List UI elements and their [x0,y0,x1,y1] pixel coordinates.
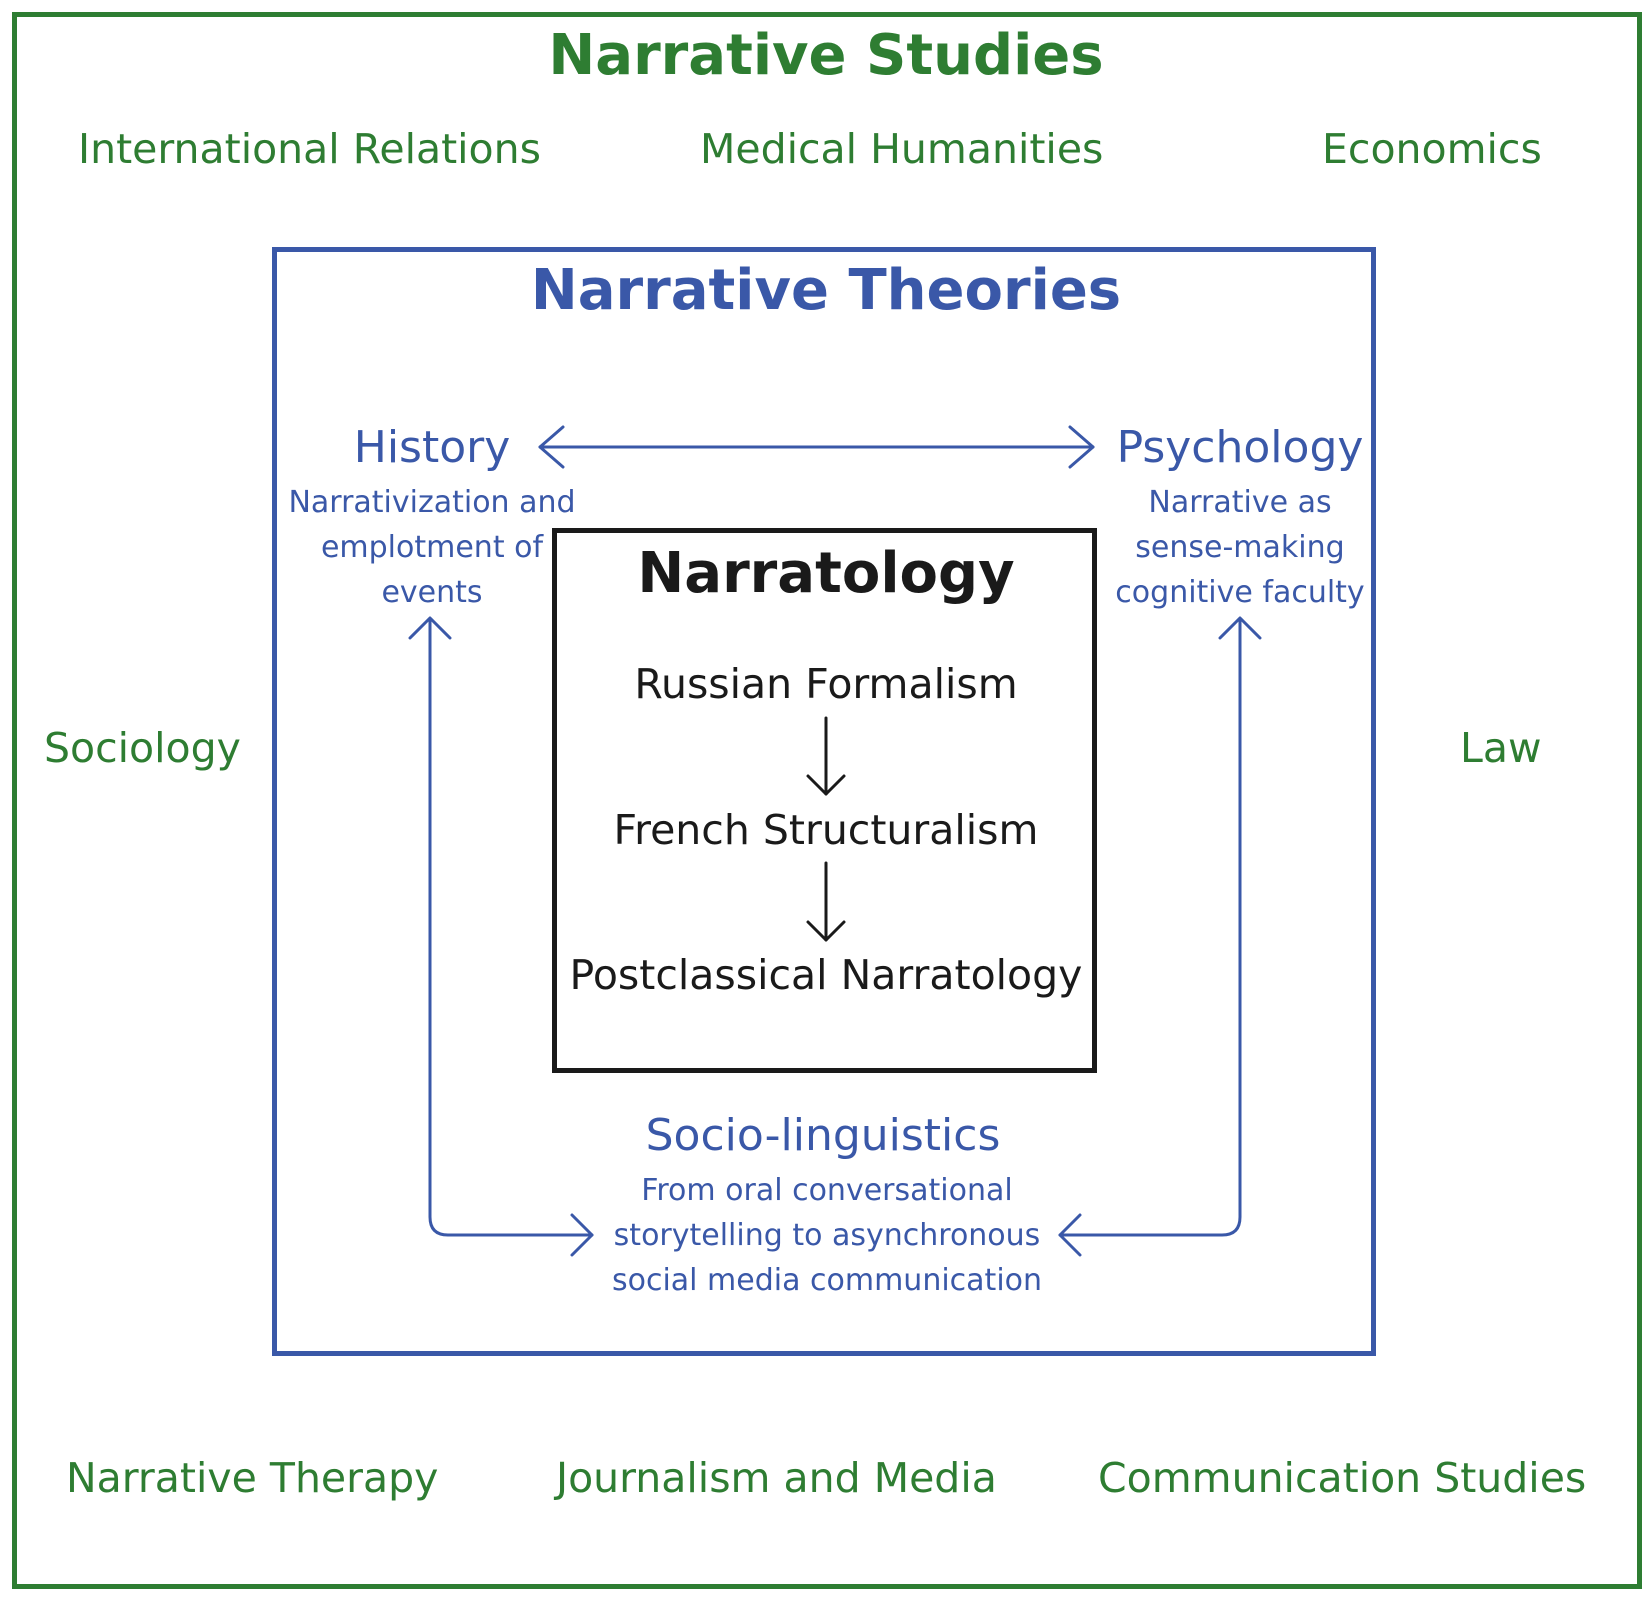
arrow-russian-to-french [806,716,846,796]
history-description: Narrativization and emplotment of events [288,485,576,610]
narrative-studies-box [12,12,1642,1589]
narratology-title: Narratology [637,541,1015,606]
stage-postclassical-narratology: Postclassical Narratology [569,951,1083,999]
field-medical-humanities: Medical Humanities [700,125,1104,173]
arrow-history-psychology [538,425,1095,469]
field-international-relations: International Relations [78,125,541,173]
arrow-psychology-socio-linguistics [1058,616,1262,1257]
socio-linguistics-label: Socio-linguistics [645,1110,1001,1161]
field-narrative-therapy: Narrative Therapy [66,1454,439,1502]
field-economics: Economics [1322,125,1542,173]
narrative-theories-title: Narrative Theories [530,258,1122,323]
stage-russian-formalism: Russian Formalism [634,660,1018,708]
arrow-history-socio-linguistics [408,616,594,1257]
narrative-theories-box [272,247,1376,1356]
narrative-studies-title: Narrative Studies [548,23,1104,88]
field-journalism-and-media: Journalism and Media [556,1454,997,1502]
socio-linguistics-description: From oral conversational storytelling to… [611,1173,1043,1298]
narratology-box [552,528,1097,1073]
history-label: History [353,422,511,473]
arrow-french-to-postclassical [806,861,846,942]
field-sociology: Sociology [44,724,241,772]
psychology-description: Narrative as sense-making cognitive facu… [1115,485,1365,610]
stage-french-structuralism: French Structuralism [613,806,1039,854]
psychology-label: Psychology [1116,422,1364,473]
field-communication-studies: Communication Studies [1098,1454,1587,1502]
field-law: Law [1460,724,1542,772]
